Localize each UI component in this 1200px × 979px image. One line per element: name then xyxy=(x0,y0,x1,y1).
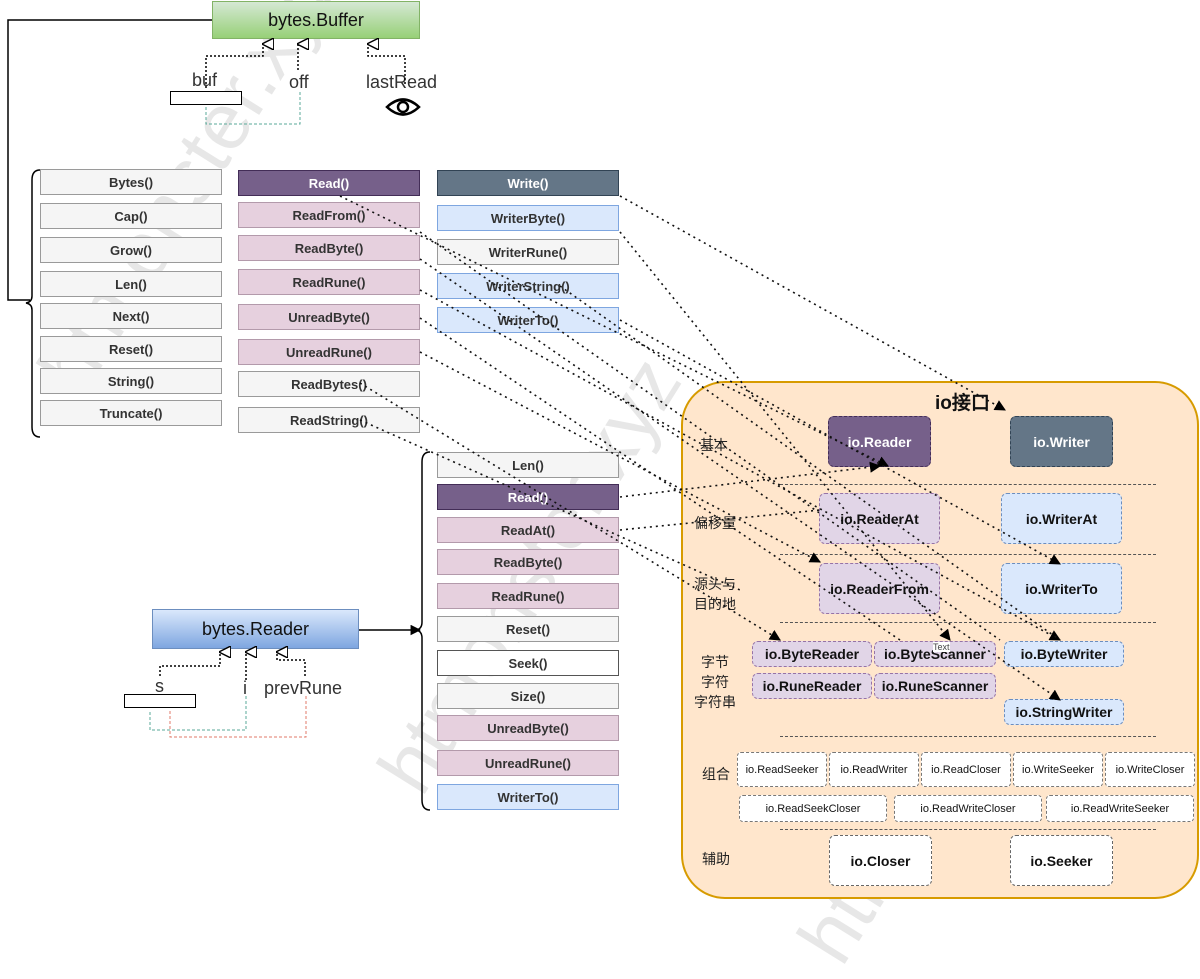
reader-method-9[interactable]: UnreadRune() xyxy=(437,750,619,776)
category-bytes-line2: 字符 xyxy=(701,674,729,690)
combo-row1-1[interactable]: io.ReadWriter xyxy=(829,752,919,787)
field-off: off xyxy=(289,72,309,92)
buffer-write-method-1[interactable]: WriterRune() xyxy=(437,239,619,265)
io-writer-to[interactable]: io.WriterTo xyxy=(1001,563,1122,614)
category-source-line1: 源头与 xyxy=(694,576,736,592)
category-aux: 辅助 xyxy=(702,851,730,867)
buffer-read-method-6[interactable]: ReadString() xyxy=(238,407,420,433)
io-writer[interactable]: io.Writer xyxy=(1010,416,1113,467)
reader-method-6[interactable]: Seek() xyxy=(437,650,619,676)
field-prevrune: prevRune xyxy=(264,678,343,698)
bytes-buffer-class[interactable]: bytes.Buffer xyxy=(212,1,420,39)
field-buf: buf xyxy=(192,70,218,90)
buffer-method-1[interactable]: Cap() xyxy=(40,203,222,229)
buffer-write-method-3[interactable]: WriterTo() xyxy=(437,307,619,333)
eye-icon xyxy=(385,98,421,116)
field-i: i xyxy=(243,678,247,698)
reader-method-8[interactable]: UnreadByte() xyxy=(437,715,619,741)
io-reader-from[interactable]: io.ReaderFrom xyxy=(819,563,940,614)
io-byte-reader[interactable]: io.ByteReader xyxy=(752,641,872,667)
buffer-write-method-2[interactable]: WriterString() xyxy=(437,273,619,299)
combo-row2-1[interactable]: io.ReadWriteCloser xyxy=(894,795,1042,822)
reader-method-1[interactable]: Read() xyxy=(437,484,619,510)
category-combo: 组合 xyxy=(702,766,730,782)
reader-method-7[interactable]: Size() xyxy=(437,683,619,709)
s-slot xyxy=(124,694,196,708)
io-title: io接口 xyxy=(935,393,990,414)
io-rune-scanner[interactable]: io.RuneScanner xyxy=(874,673,996,699)
buffer-method-2[interactable]: Grow() xyxy=(40,237,222,263)
bytes-reader-class[interactable]: bytes.Reader xyxy=(152,609,359,649)
reader-method-10[interactable]: WriterTo() xyxy=(437,784,619,810)
buffer-method-4[interactable]: Next() xyxy=(40,303,222,329)
category-bytes-line1: 字节 xyxy=(701,654,729,670)
io-closer[interactable]: io.Closer xyxy=(829,835,932,886)
combo-row1-4[interactable]: io.WriteCloser xyxy=(1105,752,1195,787)
category-bytes: 字节 字符 字符串 xyxy=(694,652,736,712)
category-source-line2: 目的地 xyxy=(694,596,736,612)
reader-method-0[interactable]: Len() xyxy=(437,452,619,478)
separator-5 xyxy=(780,829,1156,830)
reader-method-5[interactable]: Reset() xyxy=(437,616,619,642)
buffer-write-method-0[interactable]: WriterByte() xyxy=(437,205,619,231)
category-source: 源头与 目的地 xyxy=(694,574,736,614)
io-byte-writer[interactable]: io.ByteWriter xyxy=(1004,641,1124,667)
buffer-method-7[interactable]: Truncate() xyxy=(40,400,222,426)
io-rune-reader[interactable]: io.RuneReader xyxy=(752,673,872,699)
io-reader-at[interactable]: io.ReaderAt xyxy=(819,493,940,544)
buffer-read-method-2[interactable]: ReadRune() xyxy=(238,269,420,295)
buffer-method-3[interactable]: Len() xyxy=(40,271,222,297)
reader-method-4[interactable]: ReadRune() xyxy=(437,583,619,609)
category-offset: 偏移量 xyxy=(694,515,736,531)
io-reader[interactable]: io.Reader xyxy=(828,416,931,467)
io-writer-at[interactable]: io.WriterAt xyxy=(1001,493,1122,544)
combo-row1-3[interactable]: io.WriteSeeker xyxy=(1013,752,1103,787)
io-seeker[interactable]: io.Seeker xyxy=(1010,835,1113,886)
separator-2 xyxy=(780,554,1156,555)
reader-method-2[interactable]: ReadAt() xyxy=(437,517,619,543)
category-basic: 基本 xyxy=(700,437,728,453)
buffer-method-6[interactable]: String() xyxy=(40,368,222,394)
separator-3 xyxy=(780,622,1156,623)
buffer-method-5[interactable]: Reset() xyxy=(40,336,222,362)
separator-4 xyxy=(780,736,1156,737)
combo-row2-2[interactable]: io.ReadWriteSeeker xyxy=(1046,795,1194,822)
combo-row1-0[interactable]: io.ReadSeeker xyxy=(737,752,827,787)
combo-row1-2[interactable]: io.ReadCloser xyxy=(921,752,1011,787)
io-string-writer[interactable]: io.StringWriter xyxy=(1004,699,1124,725)
buffer-method-0[interactable]: Bytes() xyxy=(40,169,222,195)
field-lastread: lastRead xyxy=(366,72,438,92)
buffer-read-method-4[interactable]: UnreadRune() xyxy=(238,339,420,365)
buffer-read-method-0[interactable]: ReadFrom() xyxy=(238,202,420,228)
combo-row2-0[interactable]: io.ReadSeekCloser xyxy=(739,795,887,822)
reader-method-3[interactable]: ReadByte() xyxy=(437,549,619,575)
buffer-read-method-1[interactable]: ReadByte() xyxy=(238,235,420,261)
field-s: s xyxy=(155,676,164,696)
text-tag: Text xyxy=(933,642,950,652)
category-bytes-line3: 字符串 xyxy=(694,694,736,710)
separator-1 xyxy=(780,484,1156,485)
buffer-read-method-5[interactable]: ReadBytes() xyxy=(238,371,420,397)
buffer-read-method-3[interactable]: UnreadByte() xyxy=(238,304,420,330)
buf-slot xyxy=(170,91,242,105)
buffer-write-header[interactable]: Write() xyxy=(437,170,619,196)
buffer-read-header[interactable]: Read() xyxy=(238,170,420,196)
